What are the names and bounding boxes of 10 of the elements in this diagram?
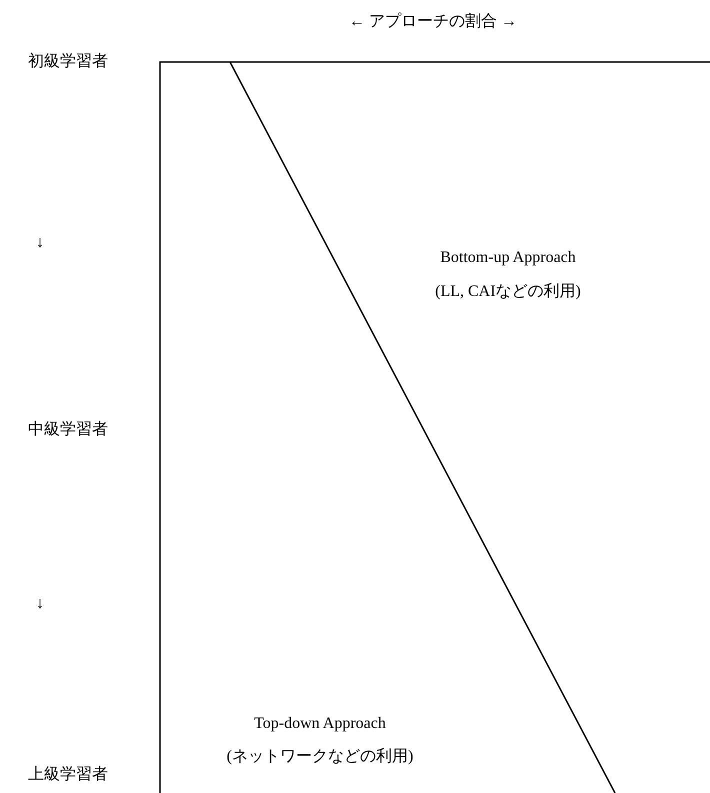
label-text: (ネットワークなどの利用) [226, 749, 414, 765]
label-text: ↓ [36, 596, 44, 612]
label-text: Top-down Approach [254, 716, 386, 732]
label-text: 中級学習者 [28, 422, 108, 438]
label-text: 初級学習者 [28, 54, 108, 70]
label-text: ← アプローチの割合 → [349, 14, 517, 30]
label-text: (LL, CAIなどの利用) [435, 284, 581, 300]
label-text: Bottom-up Approach [440, 250, 576, 266]
label-text: ↓ [36, 235, 44, 251]
label-text: 上級学習者 [28, 767, 108, 783]
